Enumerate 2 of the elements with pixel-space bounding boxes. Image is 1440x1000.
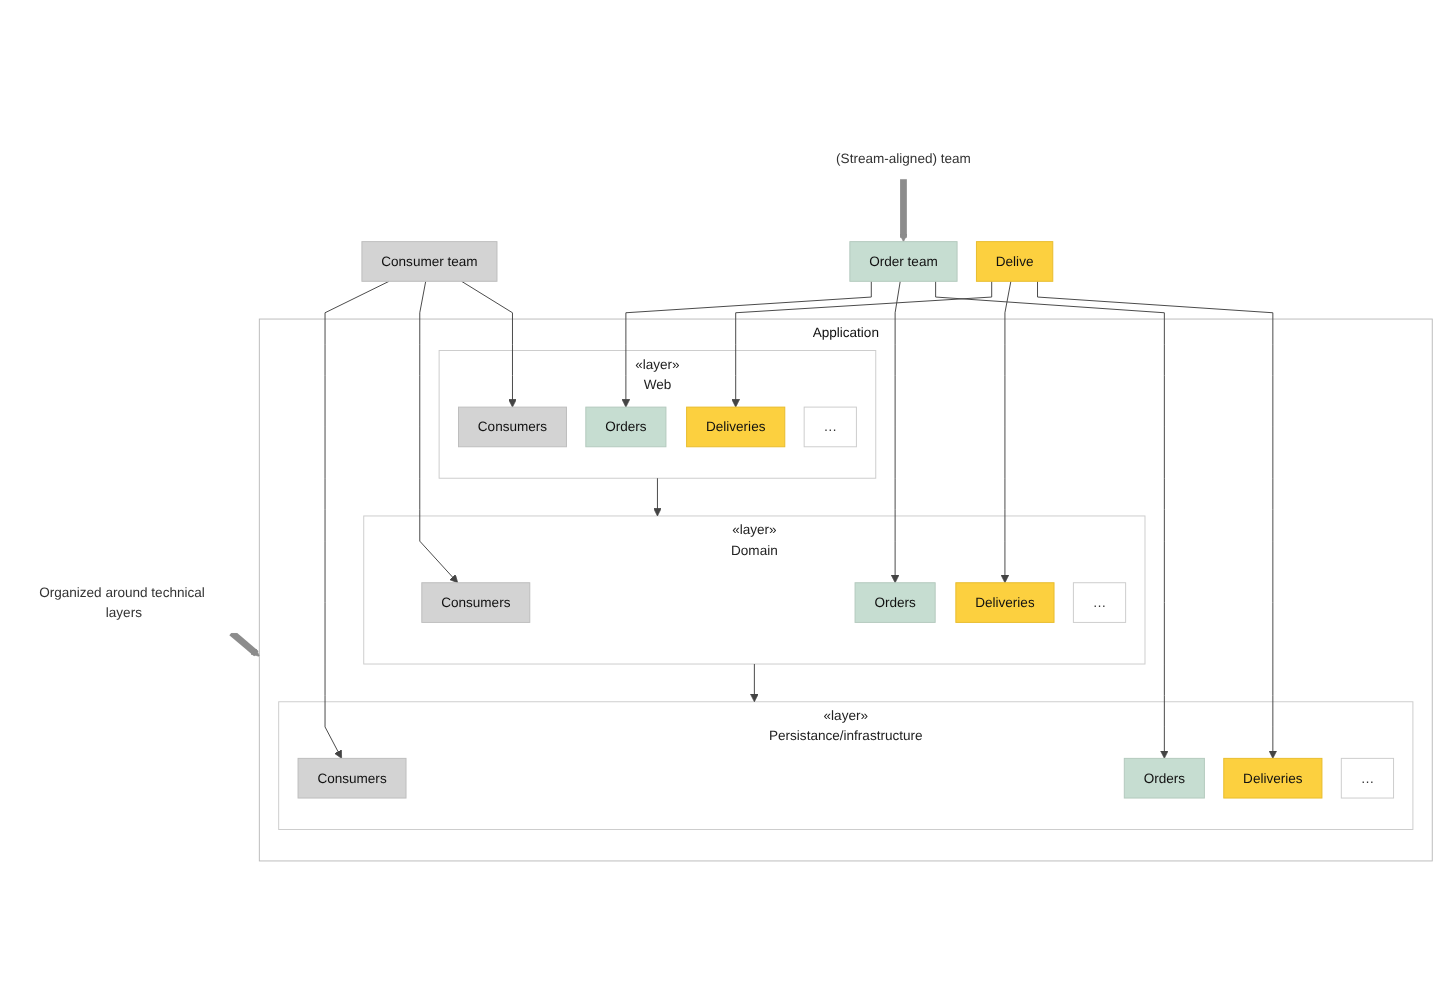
arrow xyxy=(899,178,908,242)
arrow xyxy=(229,630,260,657)
